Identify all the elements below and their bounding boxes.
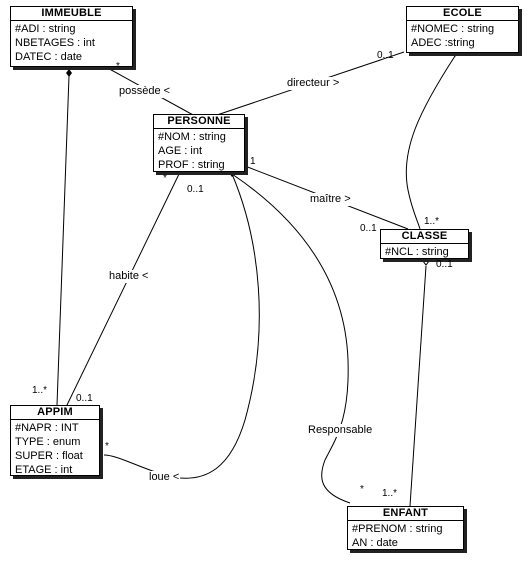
classe-aggregation-diamond (422, 256, 430, 266)
association-label-habite: habite < (108, 270, 150, 283)
multiplicity-appim-loue: * (105, 441, 109, 452)
class-enfant-attr: AN : date (352, 537, 398, 549)
class-ecole-name: ECOLE (407, 7, 518, 21)
class-personne-name: PERSONNE (154, 115, 244, 129)
class-immeuble-attr: #ADI : string (15, 23, 76, 35)
class-ecole-attr: ADEC :string (411, 37, 475, 49)
association-label-possede: possède < (118, 85, 172, 98)
ecole-classe-link (405, 55, 456, 230)
multiplicity-appim-top-right: 0..1 (76, 393, 93, 404)
association-label-directeur: directeur > (286, 77, 341, 90)
class-immeuble-attr: DATEC : date (15, 51, 83, 63)
multiplicity-enfant-right: 1..* (382, 488, 398, 499)
class-immeuble[interactable]: IMMEUBLE #ADI : string NBETAGES : int DA… (10, 6, 133, 67)
class-appim-attr: SUPER : float (15, 450, 83, 462)
association-label-maitre: maître > (309, 193, 352, 206)
multiplicity-ecole-directeur: 0..1 (377, 50, 394, 61)
class-classe-attr: #NCL : string (385, 246, 449, 258)
multiplicity-personne-dot: 0..1 (187, 184, 204, 195)
multiplicity-classe-bottom: 0..1 (436, 259, 453, 270)
class-enfant[interactable]: ENFANT #PRENOM : string AN : date (347, 506, 464, 550)
class-enfant-name: ENFANT (348, 507, 463, 521)
class-appim[interactable]: APPIM #NAPR : INT TYPE : enum SUPER : fl… (10, 405, 100, 476)
class-immeuble-name: IMMEUBLE (11, 7, 132, 21)
association-label-loue: loue < (148, 471, 181, 484)
class-ecole[interactable]: ECOLE #NOMEC : string ADEC :string (406, 6, 519, 53)
association-label-responsable: Responsable (307, 424, 374, 437)
multiplicity-personne-habite: * (163, 173, 167, 184)
multiplicity-enfant-left: * (360, 484, 364, 495)
class-personne-attr: PROF : string (158, 159, 225, 171)
immeuble-appim-link (56, 75, 70, 406)
multiplicity-classe-maitre-left: 0..1 (360, 223, 377, 234)
class-ecole-attr: #NOMEC : string (411, 23, 495, 35)
class-classe-name: CLASSE (381, 230, 468, 244)
habite-link (66, 171, 181, 406)
class-appim-name: APPIM (11, 406, 99, 420)
loue-link (103, 173, 260, 479)
class-personne-attr: AGE : int (158, 145, 203, 157)
class-enfant-attr: #PRENOM : string (352, 523, 443, 535)
class-appim-attr: #NAPR : INT (15, 422, 79, 434)
multiplicity-personne-maitre: 1 (250, 156, 256, 167)
multiplicity-appim-top-left: 1..* (32, 385, 48, 396)
class-appim-attr: TYPE : enum (15, 436, 81, 448)
multiplicity-immeuble-possede: * (116, 61, 120, 72)
immeuble-composition-diamond (66, 69, 72, 77)
class-immeuble-attr: NBETAGES : int (15, 37, 95, 49)
class-personne-attr: #NOM : string (158, 131, 226, 143)
responsable-link (231, 173, 351, 504)
classe-enfant-link (409, 265, 427, 507)
class-appim-attr: ETAGE : int (15, 464, 73, 476)
class-personne[interactable]: PERSONNE #NOM : string AGE : int PROF : … (153, 114, 245, 172)
multiplicity-classe-maitre-top: 1..* (424, 216, 440, 227)
class-classe[interactable]: CLASSE #NCL : string (380, 229, 469, 259)
